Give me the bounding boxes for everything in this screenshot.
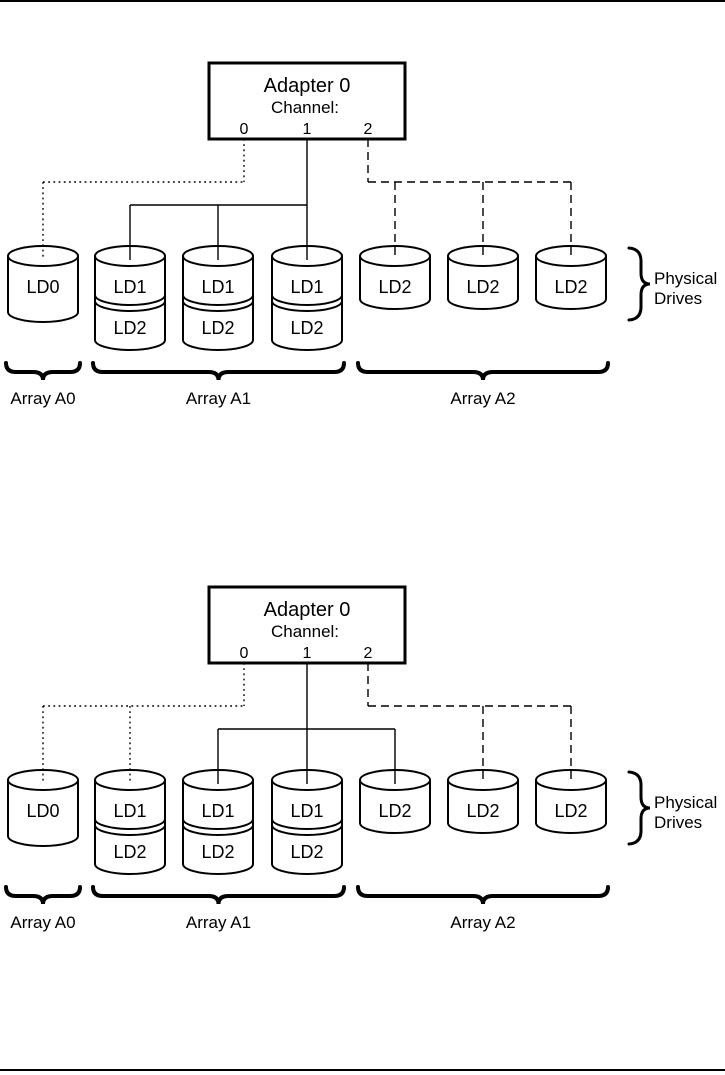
channel-number-label: 1: [303, 121, 312, 138]
drive-body: [271, 780, 343, 875]
drive-body: [7, 256, 79, 323]
drive-label: LD2: [466, 277, 499, 297]
array-label: Array A0: [10, 389, 75, 408]
drive-body: [94, 256, 166, 351]
drive-top-ellipse: [535, 769, 607, 791]
drive-top-ellipse: [535, 245, 607, 267]
drive-body: [359, 780, 431, 834]
drive-label: LD2: [466, 801, 499, 821]
drive-label: LD2: [113, 318, 146, 338]
adapter-title: Adapter 0: [264, 75, 351, 97]
drive-label: LD2: [290, 318, 323, 338]
drive-section-divider: [271, 300, 343, 312]
drive-top-ellipse: [447, 769, 519, 791]
array-brace: [356, 885, 610, 905]
drive-body: [535, 256, 607, 310]
array-brace: [4, 885, 82, 905]
array-brace: [91, 885, 346, 905]
drive-label: LD2: [554, 801, 587, 821]
drive-label: LD0: [26, 801, 59, 821]
physical-drives-label-line: Drives: [654, 813, 702, 832]
array-brace: [91, 361, 346, 381]
drive-body: [271, 256, 343, 351]
drive-label: LD1: [201, 801, 234, 821]
physical-drives-brace: [627, 246, 651, 322]
drive-label: LD2: [554, 277, 587, 297]
drive-body: [7, 780, 79, 847]
drive-label: LD1: [290, 277, 323, 297]
drive-label: LD1: [290, 801, 323, 821]
drive-top-ellipse: [359, 245, 431, 267]
drive-label: LD2: [201, 318, 234, 338]
array-label: Array A1: [186, 913, 251, 932]
drive-section-divider: [182, 294, 254, 306]
array-label: Array A0: [10, 913, 75, 932]
drive-section-divider: [94, 824, 166, 836]
drive-body: [359, 256, 431, 310]
adapter-channel-caption: Channel:: [271, 98, 339, 117]
physical-drives-brace: [627, 770, 651, 846]
physical-drives-label-line: Physical: [654, 269, 717, 288]
drive-section-divider: [182, 824, 254, 836]
array-brace: [356, 361, 610, 381]
drive-body: [182, 256, 254, 351]
physical-drives-label-line: Physical: [654, 793, 717, 812]
top-rule: [0, 0, 725, 2]
drive-body: [535, 780, 607, 834]
array-label: Array A1: [186, 389, 251, 408]
drive-body: [182, 780, 254, 875]
channel-number-label: 0: [240, 121, 249, 138]
drive-label: LD2: [290, 842, 323, 862]
channel-number-label: 0: [240, 645, 249, 662]
drive-label: LD2: [378, 277, 411, 297]
drive-label: LD2: [201, 842, 234, 862]
drive-section-divider: [182, 818, 254, 830]
drive-body: [447, 256, 519, 310]
adapter-box: [207, 585, 407, 665]
array-label: Array A2: [450, 389, 515, 408]
drive-body: [447, 780, 519, 834]
drive-top-ellipse: [447, 245, 519, 267]
channel-number-label: 2: [364, 645, 373, 662]
drive-section-divider: [271, 294, 343, 306]
adapter-channel-caption: Channel:: [271, 622, 339, 641]
channel-number-label: 2: [364, 121, 373, 138]
physical-drives-label-line: Drives: [654, 289, 702, 308]
channel-number-label: 1: [303, 645, 312, 662]
adapter-box: [207, 61, 407, 141]
drive-body: [94, 780, 166, 875]
drive-section-divider: [271, 824, 343, 836]
drive-section-divider: [94, 300, 166, 312]
drive-section-divider: [271, 818, 343, 830]
drive-label: LD2: [378, 801, 411, 821]
adapter-title: Adapter 0: [264, 599, 351, 621]
drive-section-divider: [182, 300, 254, 312]
drive-label: LD1: [113, 277, 146, 297]
drive-label: LD1: [201, 277, 234, 297]
drive-label: LD1: [113, 801, 146, 821]
drive-section-divider: [94, 818, 166, 830]
drive-label: LD0: [26, 277, 59, 297]
drive-label: LD2: [113, 842, 146, 862]
drive-section-divider: [94, 294, 166, 306]
bottom-rule: [0, 1069, 725, 1071]
array-label: Array A2: [450, 913, 515, 932]
array-brace: [4, 361, 82, 381]
